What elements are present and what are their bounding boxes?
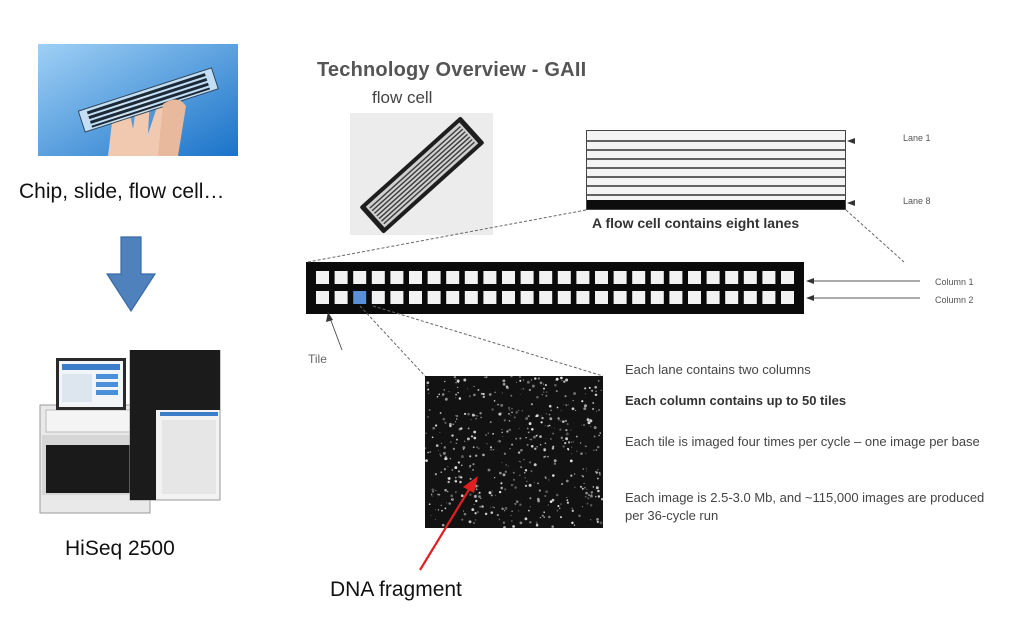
tile-cell [316, 291, 329, 304]
tile-cell [725, 291, 739, 304]
tile-cell [316, 271, 329, 284]
tile-cell [781, 271, 794, 284]
tile-cell [669, 291, 683, 304]
hiseq-instrument-image [20, 350, 230, 520]
tile-cell [371, 291, 385, 304]
tile-cell [576, 271, 590, 284]
tile-cell [632, 271, 646, 284]
tile-cell [390, 291, 404, 304]
flowcell-photo [350, 113, 493, 235]
tile-cell [427, 271, 441, 284]
tile-cell [762, 271, 776, 284]
tile-cell [464, 271, 478, 284]
chip-caption: Chip, slide, flow cell… [19, 180, 225, 203]
tile-cell [539, 291, 553, 304]
tile-strip [306, 262, 804, 314]
tile-pointer-icon [326, 312, 333, 322]
tile-cell [427, 291, 441, 304]
tile-cell [520, 291, 534, 304]
column-1-pointer-icon [806, 278, 814, 284]
tile-cell [688, 291, 701, 304]
tile-cell [725, 271, 739, 284]
lane-1-label: Lane 1 [903, 133, 931, 143]
tile-cell [483, 291, 497, 304]
tile-cell [706, 271, 720, 284]
tile-cell [502, 271, 515, 284]
fact-item: Each lane contains two columns [625, 362, 811, 377]
instrument-caption: HiSeq 2500 [65, 537, 175, 560]
tile-cell [371, 271, 385, 284]
column-2-pointer-icon [806, 295, 814, 301]
tile-cell [409, 271, 422, 284]
tile-cell [334, 271, 348, 284]
tile-cell [483, 271, 497, 284]
lanes-caption: A flow cell contains eight lanes [592, 215, 800, 231]
tile-cell [390, 271, 404, 284]
tile-cell [502, 291, 515, 304]
tile-cell [334, 291, 348, 304]
dna-fragment-label: DNA fragment [330, 578, 462, 601]
tile-cell [557, 291, 571, 304]
tile-cell [632, 291, 646, 304]
tile-cell [650, 271, 664, 284]
tile-cell [650, 291, 664, 304]
tile-cell [669, 271, 683, 284]
fact-item: Each image is 2.5-3.0 Mb, and ~115,000 i… [625, 490, 985, 523]
tile-cell [539, 271, 553, 284]
column-1-label: Column 1 [935, 277, 974, 287]
tile-cell [557, 271, 571, 284]
lane-pointer-icons [847, 138, 855, 206]
tile-cell [446, 291, 460, 304]
tile-cell [409, 291, 422, 304]
tile-cell [576, 291, 590, 304]
chip-photo [38, 44, 238, 156]
fact-item: Each tile is imaged four times per cycle… [625, 434, 980, 449]
tile-cell [464, 291, 478, 304]
lane-8-label: Lane 8 [903, 196, 931, 206]
tile-cell [613, 291, 627, 304]
flowcell-lanes-diagram [586, 130, 846, 210]
tile-cell [743, 271, 757, 284]
red-arrow-icon [463, 476, 478, 493]
tile-cell [520, 271, 534, 284]
flowcell-label: flow cell [372, 88, 433, 107]
tile-cell [781, 291, 794, 304]
tile-cell [762, 291, 776, 304]
tile-cell [743, 291, 757, 304]
tile-cell [688, 271, 701, 284]
tile-label: Tile [308, 352, 327, 366]
tile-cell [595, 271, 608, 284]
fact-item: Each column contains up to 50 tiles [625, 393, 847, 408]
tile-cell [353, 291, 367, 304]
column-2-label: Column 2 [935, 295, 974, 305]
cluster-micrograph [425, 376, 603, 528]
tile-cell [595, 291, 608, 304]
down-arrow-icon [106, 236, 156, 312]
tile-cell [353, 271, 367, 284]
tile-cell [446, 271, 460, 284]
tile-cell [706, 291, 720, 304]
tile-cell [613, 271, 627, 284]
slide-title: Technology Overview - GAII [317, 59, 587, 81]
